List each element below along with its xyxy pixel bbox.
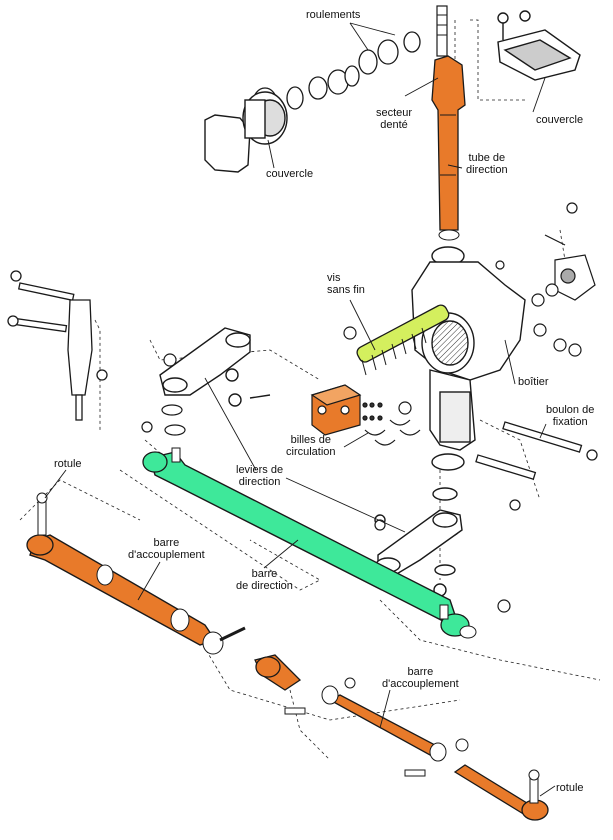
side-hardware <box>495 202 596 357</box>
label-barre-direction: barre de direction <box>236 568 293 592</box>
worm-screw-part <box>356 304 450 376</box>
misc-washers <box>141 326 521 613</box>
steering-box-part <box>411 246 526 576</box>
label-roulements: roulements <box>306 9 361 21</box>
bearing-rings <box>252 31 421 119</box>
fixing-bolt-part <box>475 421 598 481</box>
label-tube-direction: tube de direction <box>466 152 508 176</box>
leader-lines <box>44 22 556 797</box>
label-barre-accouplement-left: barre d'accouplement <box>128 537 205 561</box>
lower-steering-lever <box>374 509 463 597</box>
right-tie-rod-part <box>254 654 549 821</box>
label-couvercle-right: couvercle <box>536 114 584 126</box>
label-vis-sans-fin: vis sans fin <box>327 272 365 296</box>
left-idler-bracket <box>7 270 108 421</box>
steering-bar-part <box>142 447 477 639</box>
label-couvercle-left: couvercle <box>266 168 314 180</box>
right-cover-part <box>497 10 581 81</box>
upper-steering-lever <box>159 327 271 407</box>
label-rotule-right: rotule <box>556 782 584 794</box>
left-tie-rod-part <box>26 492 246 655</box>
label-rotule-left: rotule <box>54 458 82 470</box>
assembly-dashed-lines <box>19 19 601 761</box>
label-leviers-direction: leviers de direction <box>236 464 284 488</box>
circulation-balls-part <box>310 384 421 446</box>
label-billes-circulation: billes de circulation <box>286 434 336 458</box>
label-boulon-fixation: boulon de fixation <box>546 404 595 428</box>
steering-tube-part <box>431 5 466 241</box>
label-barre-accouplement-right: barre d'accouplement <box>382 666 459 690</box>
label-boitier: boîtier <box>518 376 549 388</box>
label-secteur-dente: secteur denté <box>376 107 413 131</box>
left-cover-part <box>204 91 288 173</box>
